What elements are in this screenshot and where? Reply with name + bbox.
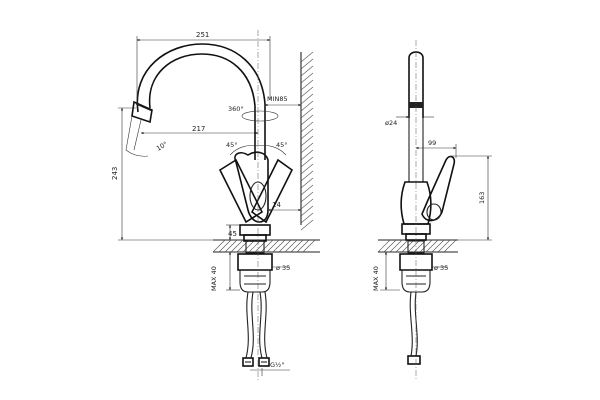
label-spout-reach-axis: 217 (192, 125, 205, 133)
label-lever-reach: 99 (428, 139, 436, 147)
label-max-counter: MAX 40 (210, 266, 218, 291)
label-shank-diameter: ø 35 (276, 264, 290, 272)
wall-hatching (300, 51, 314, 231)
label-thread: G½" (270, 361, 284, 369)
label-shank-diameter-side: ø 35 (434, 264, 448, 272)
label-lever-angle-right: 45° (276, 141, 288, 149)
faucet-body-front (125, 30, 294, 380)
label-base-height: 45 (228, 230, 237, 238)
countertop (212, 239, 320, 253)
front-dimensions (118, 36, 302, 376)
label-lever-angle-left: 45° (226, 141, 238, 149)
faucet-body-side (399, 40, 456, 380)
label-spout-reach-overall: 251 (196, 31, 209, 39)
label-min-wall-distance: MIN85 (267, 95, 288, 103)
front-labels: 251 MIN85 360° 217 10° 45° 45° 243 14 45… (111, 31, 290, 369)
label-spout-tilt: 10° (155, 140, 169, 153)
label-total-height: 243 (111, 167, 119, 180)
label-spout-diameter: ø24 (385, 119, 397, 127)
label-rotation: 360° (228, 105, 244, 113)
side-view: ø24 99 163 MAX 40 ø 35 (372, 40, 492, 380)
front-view: 251 MIN85 360° 217 10° 45° 45° 243 14 45… (111, 30, 320, 380)
countertop-side (377, 239, 458, 253)
label-max-counter-side: MAX 40 (372, 266, 380, 291)
label-lever-height: 163 (478, 192, 486, 204)
label-wall-gap: 14 (272, 201, 281, 209)
side-labels: ø24 99 163 MAX 40 ø 35 (372, 119, 486, 291)
side-dimensions (380, 115, 492, 291)
